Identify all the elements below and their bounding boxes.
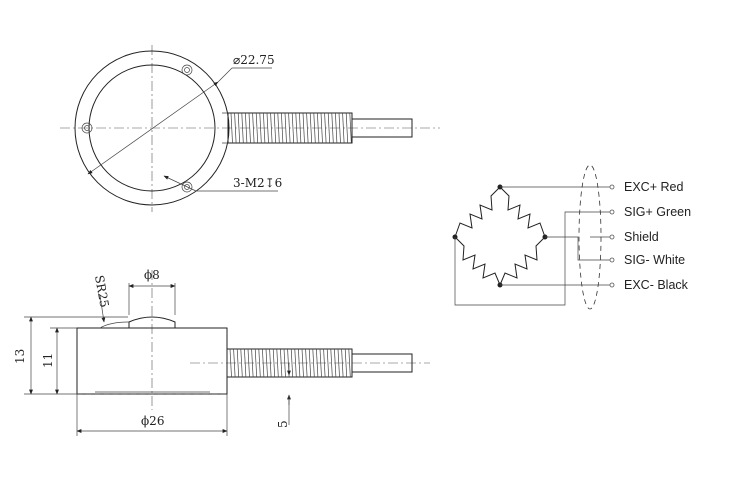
bridge-left-lower [454,236,501,286]
coil-turn [342,112,345,144]
coil-turn [237,112,241,144]
outer-housing-circle [74,50,230,206]
cable-shield-ellipse [578,164,602,310]
coil-turn [308,348,312,378]
bridge-right-lower [499,236,546,286]
coil-turn [306,112,309,144]
diameter-leader [87,81,219,175]
top-view: ⌀22.75 3-M2↧6 [60,45,440,212]
coil-turn [331,112,334,144]
coil-turn [254,348,258,378]
body-diameter-label: ϕ26 [141,414,164,428]
coil-turn [245,112,248,144]
coil-turn [236,348,240,378]
coil-turn [298,348,301,378]
coil-turn [301,348,304,378]
coil-turn [283,348,286,378]
coil-turn [305,348,308,378]
coil-turn [290,348,294,378]
load-button [128,316,176,328]
coil-turn [334,348,337,378]
coil-turn [248,112,251,144]
coil-turn [323,348,326,378]
coil-turn [295,112,298,144]
button-diameter-label: ϕ8 [144,268,160,282]
side-cable [226,348,413,378]
coil-turn [327,112,331,144]
coil-turn [241,112,244,144]
wire-label-shield: Shield [624,230,659,244]
coil-turn [337,348,340,378]
coil-turn [272,348,276,378]
coil-turn [291,112,295,144]
coil-turn [252,112,255,144]
coil-turn [312,348,315,378]
coil-turn [229,348,232,378]
coil-turn [294,348,297,378]
coil-turn [335,112,338,144]
coil-turn [349,112,352,144]
coil-turn [269,348,272,378]
bridge-right-upper [499,186,546,238]
coil-turn [270,112,273,144]
coil-turn [259,112,262,144]
coil-turn [265,348,268,378]
bridge-left-upper [454,186,501,238]
height-body-label: 11 [41,353,55,368]
coil-turn [319,348,322,378]
coil-turn [324,112,327,144]
coil-turn [348,348,351,378]
coil-turn [266,112,269,144]
coil-turn [341,348,344,378]
coil-turn [317,112,320,144]
side-view: SR25 ϕ8 13 11 ϕ26 5 [13,268,430,436]
diameter-label: ⌀22.75 [233,53,275,67]
height-total-label: 13 [13,349,27,364]
wire-label-sig-neg: SIG- White [624,253,685,267]
coil-turn [326,348,330,378]
coil-turn [280,348,283,378]
coil-turn [233,348,236,378]
mounting-hole-bottom [181,181,193,193]
thread-label: 3-M2↧6 [233,176,282,190]
coil-turn [263,112,266,144]
coil-turn [273,112,277,144]
coil-turn [344,348,348,378]
coil-turn [302,112,305,144]
coil-turn [234,112,237,144]
coil-turn [320,112,323,144]
coil-turn [316,348,319,378]
wire-label-exc-pos: EXC+ Red [624,180,683,194]
coil-turn [284,112,287,144]
wire-label-sig-pos: SIG+ Green [624,205,691,219]
thread-leader [163,175,197,192]
coil-turn [281,112,284,144]
mounting-hole-top [181,64,193,76]
coil-turn [247,348,250,378]
coil-turn [230,112,233,144]
coil-turn [288,112,291,144]
cable-offset-label: 5 [276,420,290,428]
coil-turn [258,348,261,378]
coil-turn [345,112,349,144]
coil-turn [309,112,313,144]
coil-turn [299,112,302,144]
sphere-radius-label: SR25 [92,274,111,308]
coil-turn [330,348,333,378]
wiring-schematic: EXC+ Red SIG+ Green Shield SIG- White EX… [452,164,691,310]
coil-turn [240,348,243,378]
wire-label-exc-neg: EXC- Black [624,278,689,292]
coil-turn [277,112,280,144]
coil-turn [338,112,341,144]
coil-turn [251,348,254,378]
coil-turn [313,112,316,144]
coil-turn [262,348,265,378]
coil-turn [276,348,279,378]
coil-turn [255,112,259,144]
coil-turn [244,348,247,378]
top-cable [222,112,413,144]
